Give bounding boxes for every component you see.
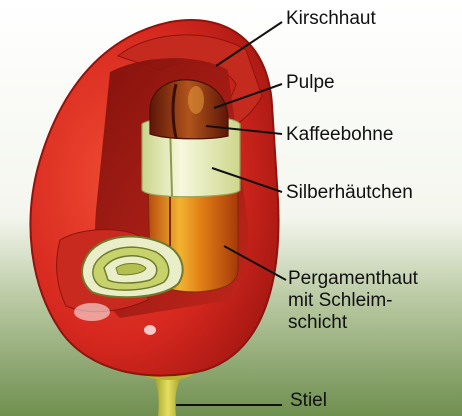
label-stiel: Stiel bbox=[290, 390, 327, 411]
label-silberhaeutchen: Silberhäutchen bbox=[286, 182, 413, 203]
label-kirschhaut: Kirschhaut bbox=[286, 8, 376, 29]
label-pergamenthaut-line1: Pergamenthaut bbox=[288, 268, 418, 289]
label-pergamenthaut-line3: schicht bbox=[288, 312, 347, 333]
label-kaffeebohne: Kaffeebohne bbox=[286, 124, 393, 145]
skin-highlight-small bbox=[144, 325, 156, 335]
skin-highlight bbox=[74, 303, 110, 321]
label-pergamenthaut-line2: mit Schleim- bbox=[288, 290, 393, 311]
bean-highlight bbox=[188, 86, 204, 114]
label-pulpe: Pulpe bbox=[286, 72, 335, 93]
bean-cross-section bbox=[82, 236, 183, 297]
